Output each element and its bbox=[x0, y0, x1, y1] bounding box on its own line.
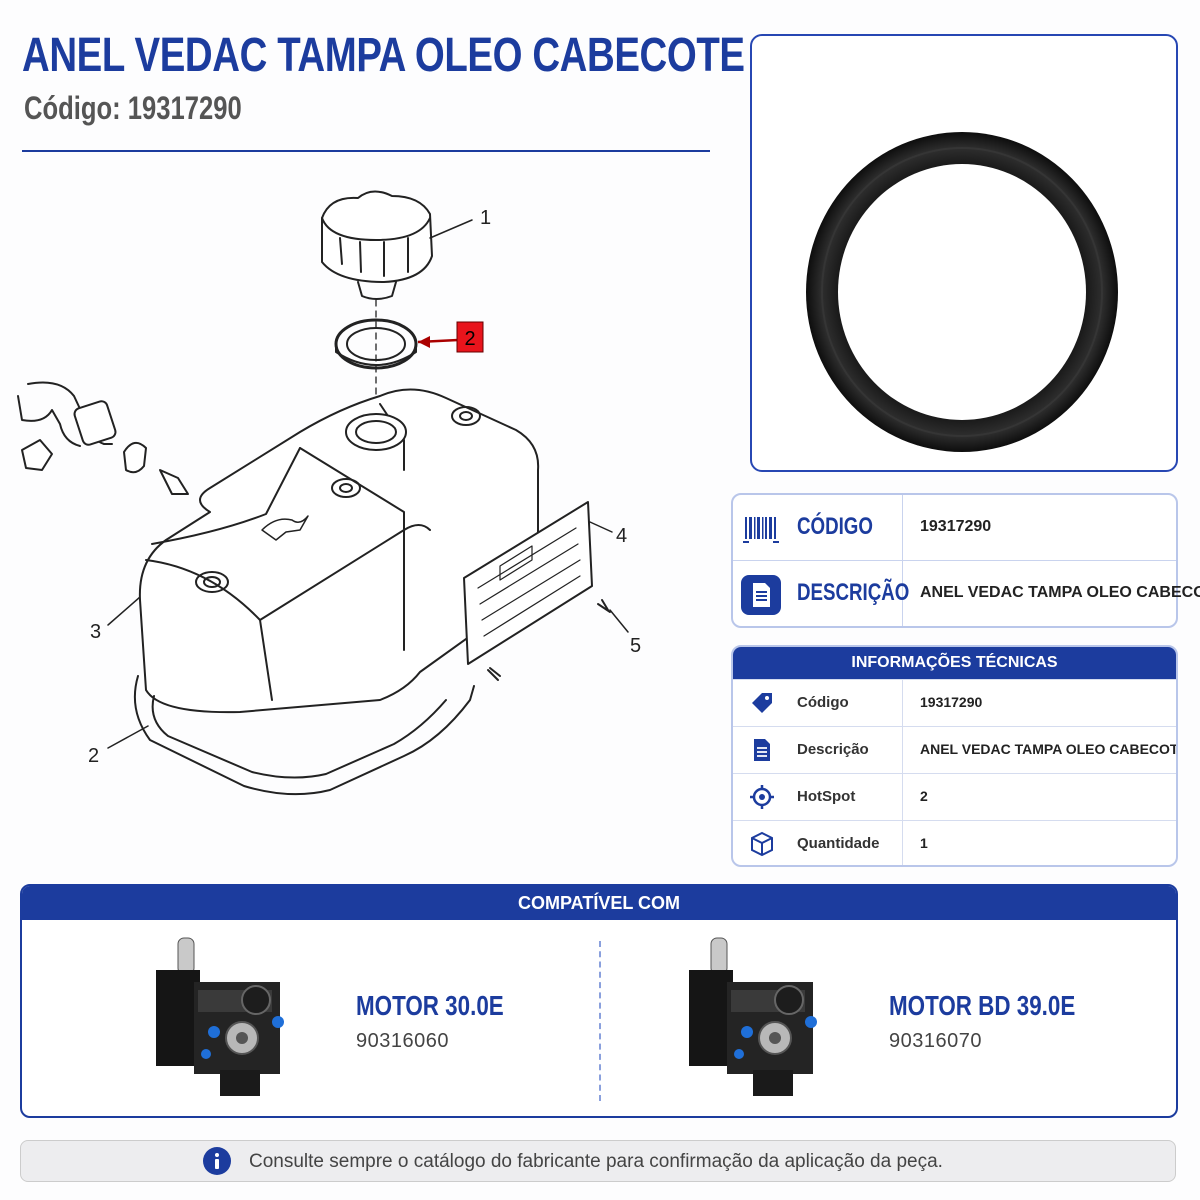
callout-3: 3 bbox=[90, 621, 101, 643]
identification-plate-part bbox=[463, 501, 593, 665]
hotspot-label: 2 bbox=[464, 328, 475, 350]
engine-image bbox=[689, 937, 817, 1096]
motor-card[interactable]: MOTOR 30.0E 90316060 bbox=[150, 926, 710, 1106]
compatibility-header: COMPATÍVEL COM bbox=[22, 886, 1176, 920]
compatibility-section: COMPATÍVEL COM MOTOR 30.0E 90316060 bbox=[20, 884, 1178, 1118]
box-icon bbox=[751, 831, 773, 857]
exploded-parts-diagram: 2 1 4 5 3 2 bbox=[17, 190, 641, 796]
callout-2-gasket: 2 bbox=[88, 745, 99, 767]
summary-card: CÓDIGO 19317290 DESCRIÇÃO ANEL VEDAC TAM… bbox=[731, 493, 1200, 628]
engine-image bbox=[156, 937, 284, 1096]
tech-label: Quantidade bbox=[797, 835, 880, 852]
description-value: ANEL VEDAC TAMPA OLEO CABECOTE bbox=[920, 584, 1200, 601]
crosshair-icon bbox=[750, 785, 774, 809]
summary-code-row: CÓDIGO 19317290 bbox=[733, 495, 1176, 560]
base-gasket-part bbox=[133, 675, 475, 796]
breather-hose-assembly bbox=[17, 381, 189, 495]
document-icon bbox=[754, 739, 770, 761]
seal-ring-part bbox=[334, 318, 418, 370]
tech-label: HotSpot bbox=[797, 788, 856, 805]
callout-1: 1 bbox=[480, 207, 491, 229]
tech-value: 19317290 bbox=[920, 694, 983, 710]
description-label: DESCRIÇÃO bbox=[797, 579, 910, 606]
valve-cover-part bbox=[138, 388, 540, 714]
tech-row-code: Código 19317290 bbox=[733, 679, 1176, 726]
tech-label: Descrição bbox=[797, 741, 869, 758]
page-title: ANEL VEDAC TAMPA OLEO CABECOTE bbox=[22, 29, 745, 82]
tech-value: 1 bbox=[920, 835, 928, 851]
barcode-icon bbox=[743, 517, 779, 543]
code-label: CÓDIGO bbox=[797, 513, 873, 540]
hotspot-marker: 2 bbox=[417, 321, 484, 353]
disclaimer-text: Consulte sempre o catálogo do fabricante… bbox=[249, 1151, 943, 1172]
motor-code: 90316060 bbox=[356, 1030, 449, 1052]
tech-row-hotspot: HotSpot 2 bbox=[733, 773, 1176, 820]
callout-4: 4 bbox=[616, 525, 627, 547]
motor-card[interactable]: MOTOR BD 39.0E 90316070 bbox=[683, 926, 1176, 1106]
seal-ring-photo bbox=[806, 132, 1118, 452]
motor-name: MOTOR BD 39.0E bbox=[889, 990, 1076, 1021]
summary-description-row: DESCRIÇÃO ANEL VEDAC TAMPA OLEO CABECOTE bbox=[733, 560, 1200, 626]
technical-info-card: INFORMAÇÕES TÉCNICAS Código 19317290 Des… bbox=[731, 645, 1178, 867]
tech-label: Código bbox=[797, 694, 849, 711]
code-value: 19317290 bbox=[920, 518, 992, 535]
title-divider bbox=[22, 150, 710, 152]
motor-name: MOTOR 30.0E bbox=[356, 990, 504, 1021]
tech-row-description: Descrição ANEL VEDAC TAMPA OLEO CABECOTE bbox=[733, 726, 1176, 773]
info-icon bbox=[203, 1147, 231, 1175]
tag-icon bbox=[752, 693, 772, 713]
motor-code: 90316070 bbox=[889, 1030, 982, 1052]
disclaimer-bar: Consulte sempre o catálogo do fabricante… bbox=[20, 1140, 1176, 1182]
document-icon bbox=[741, 575, 781, 615]
product-code-subtitle: Código: 19317290 bbox=[24, 90, 242, 126]
compatibility-divider bbox=[599, 941, 601, 1101]
tech-value: 2 bbox=[920, 788, 928, 804]
tech-row-quantity: Quantidade 1 bbox=[733, 820, 1176, 865]
product-photo-frame bbox=[750, 34, 1178, 472]
technical-info-header: INFORMAÇÕES TÉCNICAS bbox=[733, 647, 1176, 679]
oil-cap-part bbox=[321, 190, 433, 300]
tech-value: ANEL VEDAC TAMPA OLEO CABECOTE bbox=[920, 741, 1178, 757]
callout-5: 5 bbox=[630, 635, 641, 657]
